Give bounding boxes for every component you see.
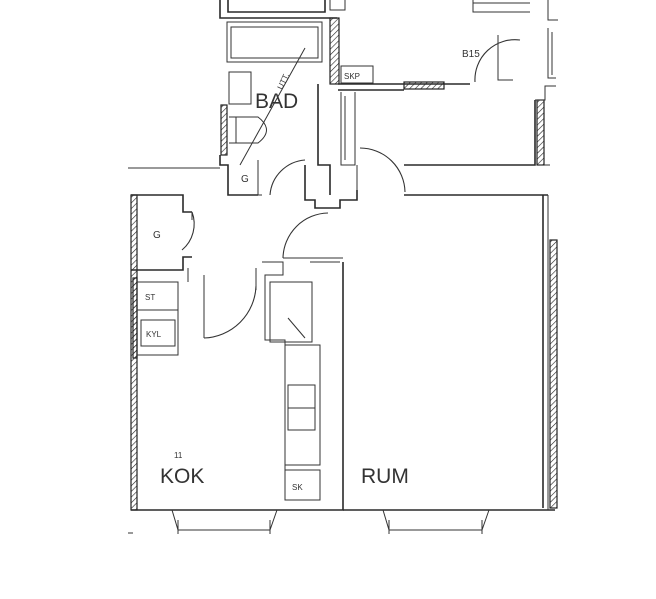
kyl-label: KYL [146, 330, 162, 339]
closet-g-label: G [153, 230, 161, 241]
sink-label: SK [292, 483, 303, 492]
kitchen-label: KOK [160, 465, 204, 488]
kitchen-low-wall [132, 277, 138, 359]
kitchen-mark: 11 [174, 451, 183, 460]
skp-label: SKP [344, 72, 360, 81]
b15-label: B15 [462, 49, 480, 60]
bath-left-wall [220, 104, 228, 156]
bath-right-wall [329, 17, 340, 85]
bath-label: BAD [255, 90, 298, 113]
top-hatched-wall [403, 81, 445, 90]
right-upper-wall [536, 99, 545, 166]
exterior-walls [130, 17, 558, 511]
room-right-wall [549, 239, 558, 509]
door-swing-bath [269, 159, 306, 196]
st-label: ST [145, 293, 155, 302]
door-swing-room [359, 147, 406, 193]
wall-outlines [128, 0, 558, 534]
door-swing-b15 [474, 39, 521, 83]
bath-g-label: G [241, 174, 249, 185]
room-label: RUM [361, 465, 409, 488]
door-swing-closet [181, 211, 195, 251]
windows [171, 509, 490, 534]
door-swing-kitchen [203, 285, 257, 339]
door-swing-kitchen-entry [282, 212, 329, 259]
doors [181, 39, 521, 339]
labels: BAD UTT. G G SKP B15 ST KYL 11 KOK SK RU… [145, 47, 480, 492]
